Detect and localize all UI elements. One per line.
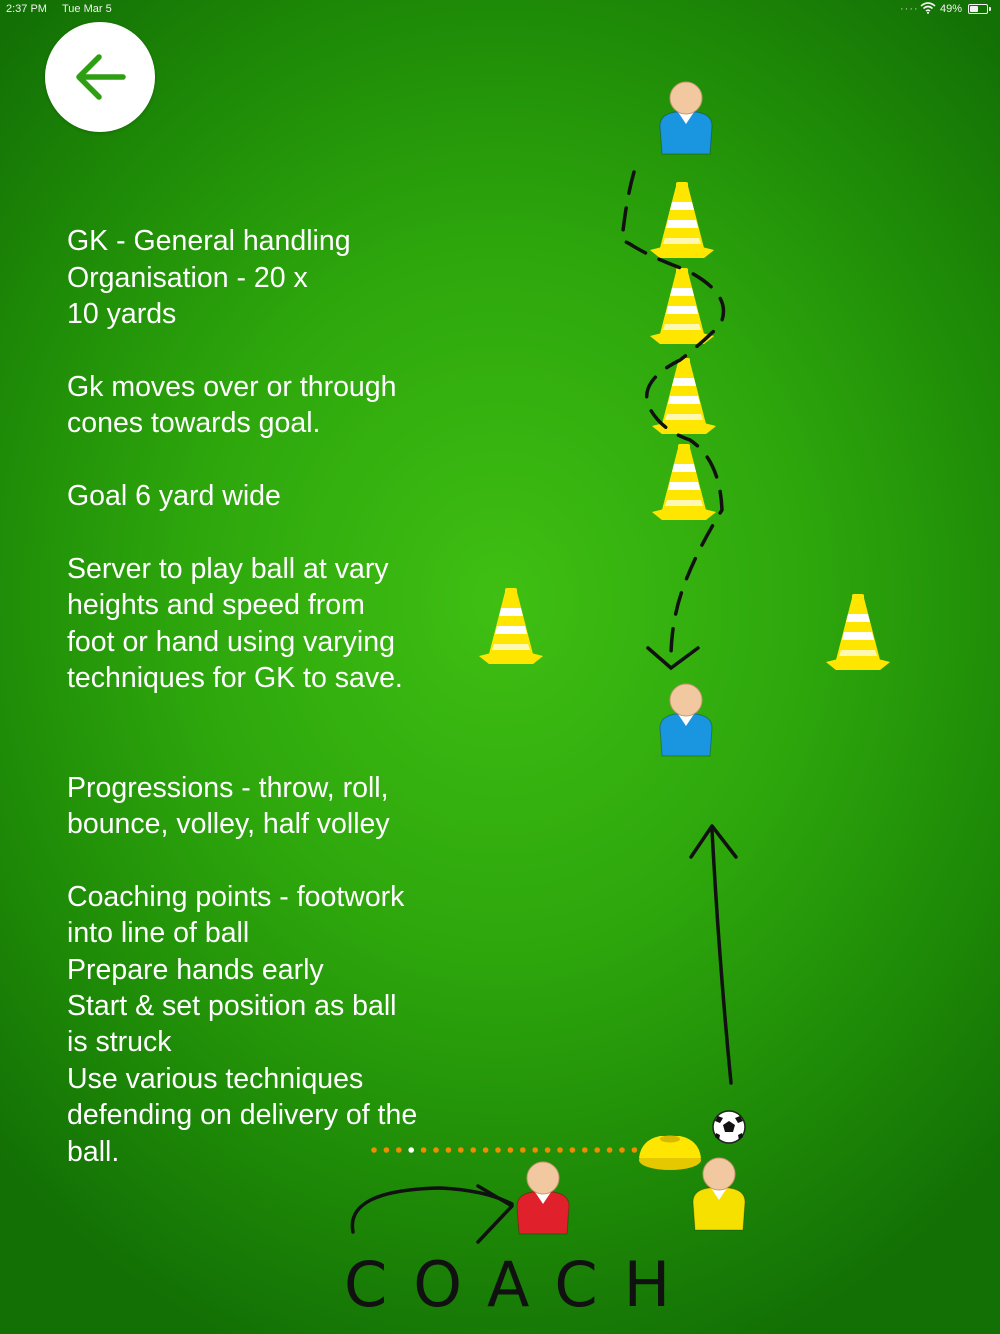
marker-dot xyxy=(582,1147,588,1153)
back-button[interactable] xyxy=(45,22,155,132)
cone xyxy=(652,444,716,520)
marker-dot xyxy=(495,1147,501,1153)
marker-dot xyxy=(371,1147,377,1153)
drill-description: GK - General handling Organisation - 20 … xyxy=(67,187,487,1206)
marker-dot xyxy=(532,1147,538,1153)
wifi-icon xyxy=(920,2,936,17)
signal-dots-icon: ···· xyxy=(900,3,919,15)
marker-dot xyxy=(396,1147,402,1153)
pass-arrow xyxy=(710,828,733,1085)
coach-arrowhead xyxy=(476,1184,514,1244)
football-icon xyxy=(712,1110,746,1144)
marker-dot xyxy=(470,1147,477,1153)
marker-dot xyxy=(594,1147,600,1153)
marker-dot xyxy=(383,1147,390,1153)
goal-post-cone-right xyxy=(826,594,890,670)
dotted-marker-line xyxy=(371,1147,638,1153)
battery-level xyxy=(970,6,978,12)
drill-paragraph-goal: Goal 6 yard wide xyxy=(67,480,281,513)
status-date: Tue Mar 5 xyxy=(62,3,112,15)
coach-arrow xyxy=(350,1186,514,1234)
player-goalkeeper-start xyxy=(659,81,713,155)
battery-tip xyxy=(989,7,991,11)
status-time: 2:37 PM xyxy=(6,3,47,15)
marker-dot xyxy=(433,1147,439,1153)
battery-icon xyxy=(968,4,991,14)
drill-paragraph-coaching-points: Coaching points - footwork into line of … xyxy=(67,880,418,1168)
arrow-left-icon xyxy=(76,54,126,100)
marker-dot xyxy=(420,1147,427,1153)
handwritten-label: COACH xyxy=(344,1248,696,1321)
player-server xyxy=(692,1157,746,1231)
disc-cone xyxy=(639,1135,701,1170)
marker-dot xyxy=(408,1147,415,1153)
marker-dot xyxy=(507,1147,514,1153)
marker-dot xyxy=(606,1147,613,1153)
marker-dot xyxy=(569,1147,576,1153)
marker-dot xyxy=(619,1147,625,1153)
drill-paragraph-progressions: Progressions - throw, roll, bounce, voll… xyxy=(67,771,390,840)
status-bar: 2:37 PM Tue Mar 5 ···· 49% xyxy=(0,0,1000,20)
drill-title-paragraph: GK - General handling Organisation - 20 … xyxy=(67,225,351,331)
goalkeeper-route xyxy=(620,170,726,667)
goal-post-cone-left xyxy=(479,588,543,664)
battery-percent: 49% xyxy=(940,3,963,15)
marker-dot xyxy=(557,1147,563,1153)
svg-text:COACH: COACH xyxy=(344,1248,696,1321)
marker-dot xyxy=(445,1147,452,1153)
drill-paragraph-server: Server to play ball at vary heights and … xyxy=(67,553,403,695)
marker-dot xyxy=(631,1147,638,1153)
marker-dot xyxy=(544,1147,551,1153)
player-coach xyxy=(516,1161,570,1235)
cone xyxy=(650,182,714,258)
marker-dot xyxy=(458,1147,464,1153)
pass-arrowhead xyxy=(689,824,738,859)
marker-dot xyxy=(482,1147,489,1153)
drill-paragraph-movement: Gk moves over or through cones towards g… xyxy=(67,371,397,440)
player-goalkeeper xyxy=(659,683,713,757)
route-arrowhead xyxy=(646,646,700,671)
marker-dot xyxy=(520,1147,526,1153)
